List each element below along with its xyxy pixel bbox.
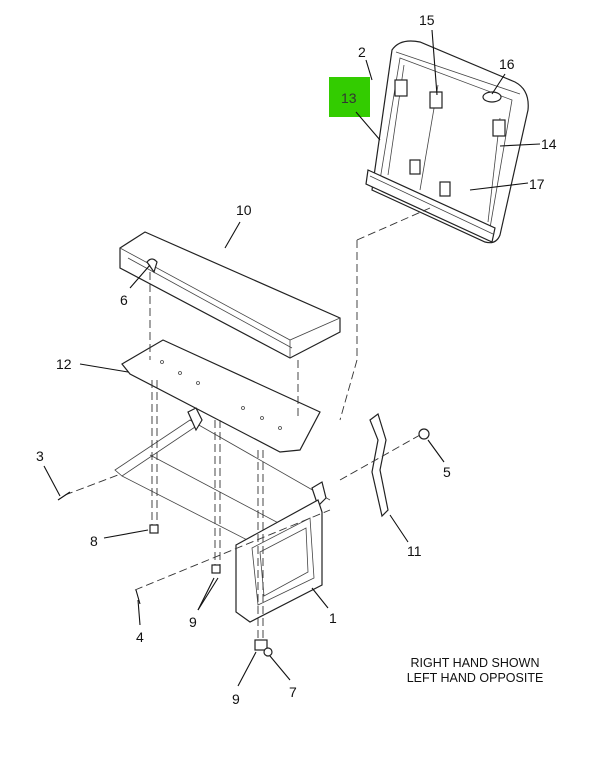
callout-11: 11 <box>407 543 422 559</box>
callout-8: 8 <box>90 533 98 549</box>
callout-5: 5 <box>443 464 451 480</box>
assembly-lines <box>64 207 431 640</box>
callout-17: 17 <box>529 176 545 192</box>
callout-6: 6 <box>120 292 128 308</box>
note-line-2: LEFT HAND OPPOSITE <box>407 671 544 685</box>
seat-cushion <box>119 231 341 359</box>
callout-10: 10 <box>236 202 252 218</box>
highlight-box-13[interactable] <box>329 77 370 117</box>
callout-4: 4 <box>136 629 144 645</box>
callout-9: 9 <box>232 691 240 707</box>
bracket <box>369 413 389 518</box>
callout-1: 1 <box>329 610 337 626</box>
callout-13[interactable]: 13 <box>341 90 357 106</box>
callout-14: 14 <box>541 136 557 152</box>
callout-15: 15 <box>419 12 435 28</box>
seat-back-assembly <box>365 40 529 244</box>
callout-3: 3 <box>36 448 44 464</box>
callout-12: 12 <box>56 356 72 372</box>
callout-7: 7 <box>289 684 297 700</box>
note-line-1: RIGHT HAND SHOWN <box>411 656 540 670</box>
callout-16: 16 <box>499 56 515 72</box>
side-panel <box>235 499 323 623</box>
seat-pan <box>121 339 321 453</box>
leader-lines <box>43 29 541 687</box>
hardware <box>57 428 430 657</box>
callout-2: 2 <box>358 44 366 60</box>
callout-9: 9 <box>189 614 197 630</box>
